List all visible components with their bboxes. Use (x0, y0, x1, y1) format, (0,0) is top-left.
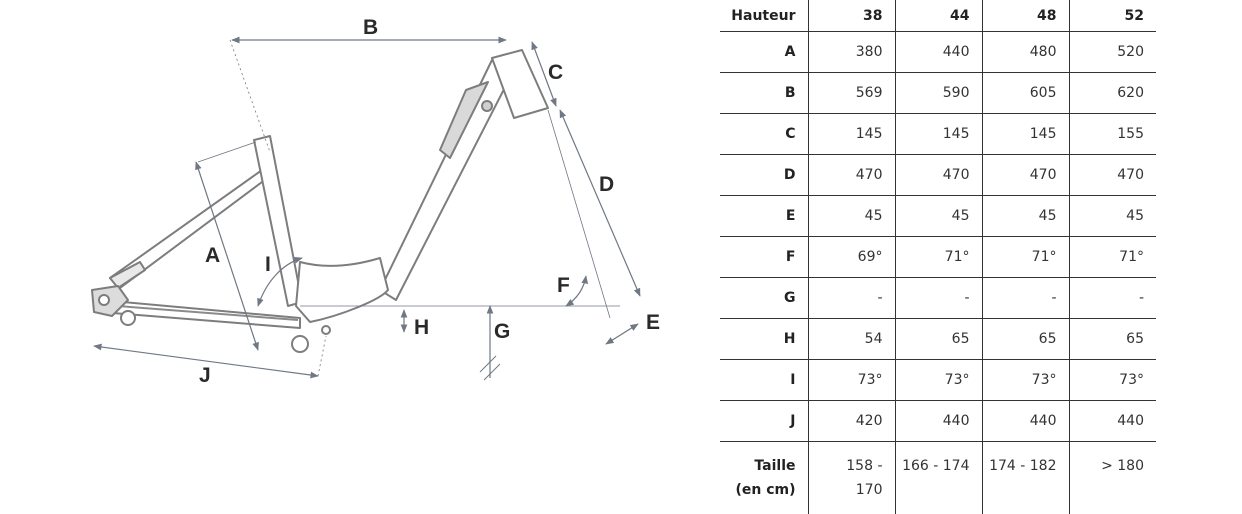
row-label: H (720, 319, 808, 360)
table-cell: 470 (1069, 155, 1156, 196)
dim-label-g: G (494, 320, 510, 343)
row-label: F (720, 237, 808, 278)
dim-label-d: D (599, 173, 614, 196)
row-label: C (720, 114, 808, 155)
row-label: J (720, 401, 808, 442)
table-cell: 65 (895, 319, 982, 360)
header-size-38: 38 (808, 0, 895, 32)
table-cell: 470 (808, 155, 895, 196)
header-size-52: 52 (1069, 0, 1156, 32)
taille-label-line1: Taille (724, 454, 796, 478)
row-label-taille: Taille (en cm) (720, 442, 808, 514)
taille-label-line2: (en cm) (724, 478, 796, 502)
table-cell: - (1069, 278, 1156, 319)
taille-value-38-line2: 170 (813, 478, 883, 502)
table-cell: 440 (895, 32, 982, 73)
table-cell: - (808, 278, 895, 319)
table-cell: 45 (895, 196, 982, 237)
dim-label-h: H (414, 316, 429, 339)
table-cell: 45 (808, 196, 895, 237)
header-size-48: 48 (982, 0, 1069, 32)
dim-label-b: B (363, 16, 378, 39)
table-cell: 45 (982, 196, 1069, 237)
table-row: J 420 440 440 440 (720, 401, 1156, 442)
table-cell: 590 (895, 73, 982, 114)
table-row: B 569 590 605 620 (720, 73, 1156, 114)
table-cell: 145 (982, 114, 1069, 155)
row-label: A (720, 32, 808, 73)
table-row: F 69° 71° 71° 71° (720, 237, 1156, 278)
table-cell: 69° (808, 237, 895, 278)
table-row: H 54 65 65 65 (720, 319, 1156, 360)
table-row: G - - - - (720, 278, 1156, 319)
table-cell: 145 (895, 114, 982, 155)
table-cell: 71° (1069, 237, 1156, 278)
table-row: C 145 145 145 155 (720, 114, 1156, 155)
table-row: D 470 470 470 470 (720, 155, 1156, 196)
table-cell: 145 (808, 114, 895, 155)
table-cell: 166 - 174 (895, 442, 982, 514)
table-cell: 73° (982, 360, 1069, 401)
table-row-taille: Taille (en cm) 158 - 170 166 - 174 174 -… (720, 442, 1156, 514)
table-cell: > 180 (1069, 442, 1156, 514)
table-cell: 45 (1069, 196, 1156, 237)
table-cell: 54 (808, 319, 895, 360)
table-cell: 65 (1069, 319, 1156, 360)
table-cell: 71° (895, 237, 982, 278)
table-cell: - (895, 278, 982, 319)
table-cell: 470 (982, 155, 1069, 196)
table-cell: 380 (808, 32, 895, 73)
header-hauteur: Hauteur (720, 0, 808, 32)
frame-outline (92, 50, 548, 352)
row-label: D (720, 155, 808, 196)
dim-label-a: A (205, 244, 220, 267)
table-cell: 480 (982, 32, 1069, 73)
table-cell: 420 (808, 401, 895, 442)
table-row: E 45 45 45 45 (720, 196, 1156, 237)
table-cell: - (982, 278, 1069, 319)
table-cell: 440 (982, 401, 1069, 442)
table-cell: 440 (1069, 401, 1156, 442)
table-cell: 73° (1069, 360, 1156, 401)
table-header-row: Hauteur 38 44 48 52 (720, 0, 1156, 32)
header-size-44: 44 (895, 0, 982, 32)
dim-label-f: F (557, 274, 570, 297)
table-cell: 520 (1069, 32, 1156, 73)
table-cell: 620 (1069, 73, 1156, 114)
table-cell: 73° (895, 360, 982, 401)
bike-frame-diagram: B C D A I F E H G J (0, 0, 700, 505)
geometry-table: Hauteur 38 44 48 52 A 380 440 480 520 B … (720, 0, 1156, 514)
table-cell: 158 - 170 (808, 442, 895, 514)
table-row: I 73° 73° 73° 73° (720, 360, 1156, 401)
table-cell: 71° (982, 237, 1069, 278)
dim-label-j: J (199, 364, 211, 387)
table-cell: 569 (808, 73, 895, 114)
row-label: I (720, 360, 808, 401)
table-cell: 73° (808, 360, 895, 401)
dim-label-i: I (265, 253, 271, 276)
table-cell: 605 (982, 73, 1069, 114)
row-label: G (720, 278, 808, 319)
row-label: E (720, 196, 808, 237)
row-label: B (720, 73, 808, 114)
table-cell: 470 (895, 155, 982, 196)
table-cell: 65 (982, 319, 1069, 360)
table-row: A 380 440 480 520 (720, 32, 1156, 73)
taille-value-38-line1: 158 - (813, 454, 883, 478)
table-cell: 155 (1069, 114, 1156, 155)
dimension-lines (94, 40, 640, 380)
table-cell: 174 - 182 (982, 442, 1069, 514)
dim-label-c: C (548, 61, 563, 84)
dim-label-e: E (646, 311, 660, 334)
table-cell: 440 (895, 401, 982, 442)
